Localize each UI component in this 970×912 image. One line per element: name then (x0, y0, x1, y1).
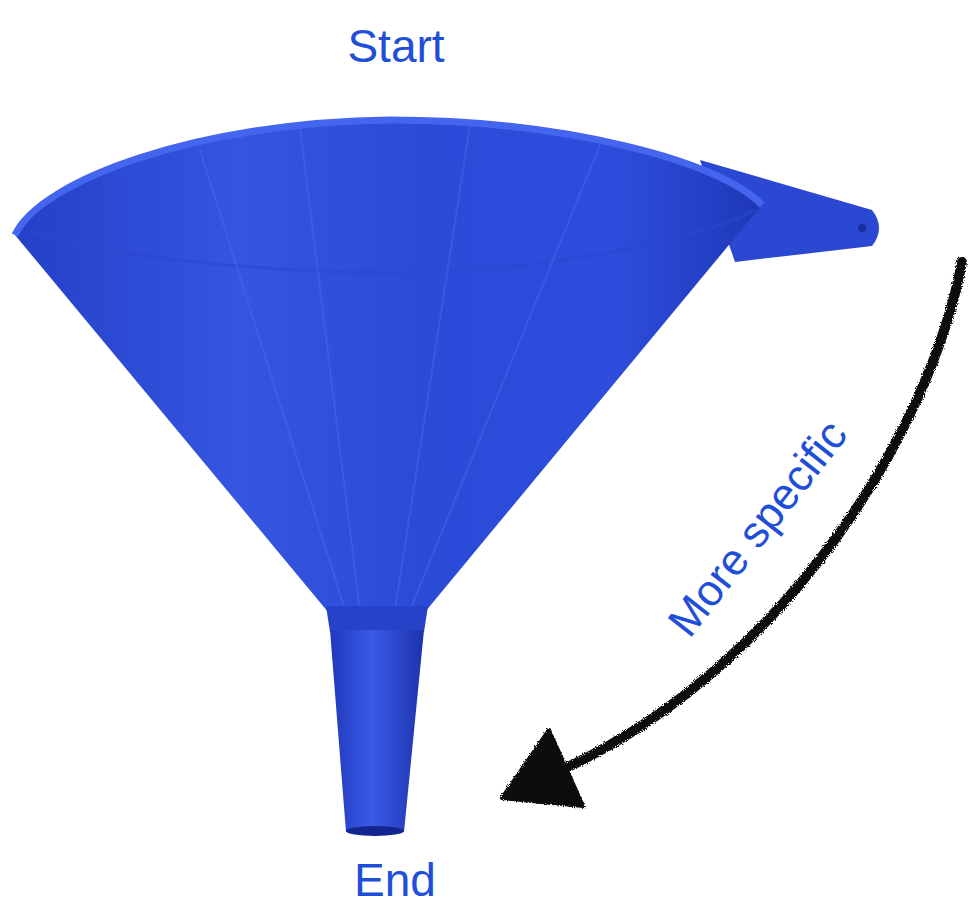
tab-hole (858, 224, 866, 232)
end-label: End (354, 855, 436, 906)
start-label: Start (347, 21, 444, 72)
funnel-spout (330, 630, 424, 832)
spout-collar (326, 606, 428, 632)
funnel-cone (15, 120, 762, 612)
direction-label: More specific (659, 411, 857, 645)
rim-shadow (30, 210, 755, 272)
funnel-rim (15, 120, 762, 235)
direction-arrow (502, 262, 962, 806)
cone-facets (200, 125, 600, 610)
spout-opening (346, 826, 404, 836)
